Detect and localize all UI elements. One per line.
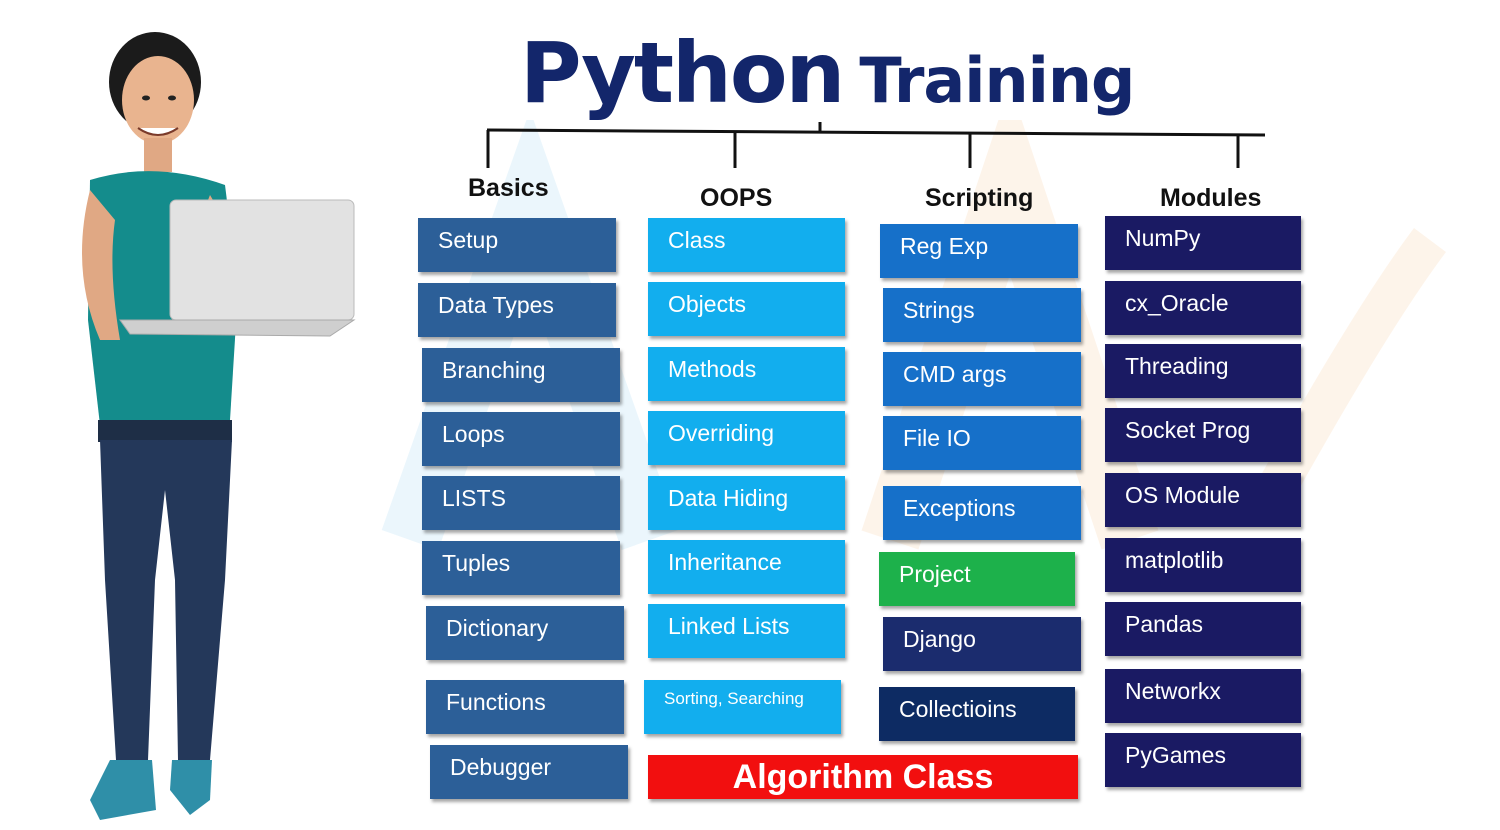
title-main: Python — [520, 24, 845, 122]
heading-oops: OOPS — [700, 184, 773, 212]
oops-item: Sorting, Searching — [644, 680, 841, 734]
modules-item: matplotlib — [1105, 538, 1301, 592]
modules-item: cx_Oracle — [1105, 281, 1301, 335]
scripting-item: File IO — [883, 416, 1081, 470]
modules-item: Pandas — [1105, 602, 1301, 656]
basics-item: Loops — [422, 412, 620, 466]
basics-item: Setup — [418, 218, 616, 272]
scripting-item: Django — [883, 617, 1081, 671]
oops-item: Objects — [648, 282, 845, 336]
oops-item: Overriding — [648, 411, 845, 465]
basics-item: LISTS — [422, 476, 620, 530]
basics-item: Dictionary — [426, 606, 624, 660]
heading-basics: Basics — [468, 174, 549, 202]
basics-item: Data Types — [418, 283, 616, 337]
modules-item: Networkx — [1105, 669, 1301, 723]
modules-item: NumPy — [1105, 216, 1301, 270]
scripting-item-project: Project — [879, 552, 1075, 606]
algorithm-class-banner: Algorithm Class — [648, 755, 1078, 799]
scripting-item: CMD args — [883, 352, 1081, 406]
oops-item: Class — [648, 218, 845, 272]
modules-item: PyGames — [1105, 733, 1301, 787]
scripting-item: Strings — [883, 288, 1081, 342]
modules-item: OS Module — [1105, 473, 1301, 527]
scripting-item: Exceptions — [883, 486, 1081, 540]
heading-modules: Modules — [1160, 184, 1262, 212]
scripting-item: Reg Exp — [880, 224, 1078, 278]
basics-item: Debugger — [430, 745, 628, 799]
modules-item: Socket Prog — [1105, 408, 1301, 462]
basics-item: Branching — [422, 348, 620, 402]
woman-with-laptop-illustration — [82, 32, 356, 820]
basics-item: Tuples — [422, 541, 620, 595]
basics-item: Functions — [426, 680, 624, 734]
oops-item: Linked Lists — [648, 604, 845, 658]
heading-scripting: Scripting — [925, 184, 1034, 212]
oops-item: Data Hiding — [648, 476, 845, 530]
modules-item: Threading — [1105, 344, 1301, 398]
scripting-item: Collectioins — [879, 687, 1075, 741]
title-sub: Training — [859, 44, 1135, 117]
oops-item: Inheritance — [648, 540, 845, 594]
oops-item: Methods — [648, 347, 845, 401]
laptop-icon — [119, 199, 356, 337]
